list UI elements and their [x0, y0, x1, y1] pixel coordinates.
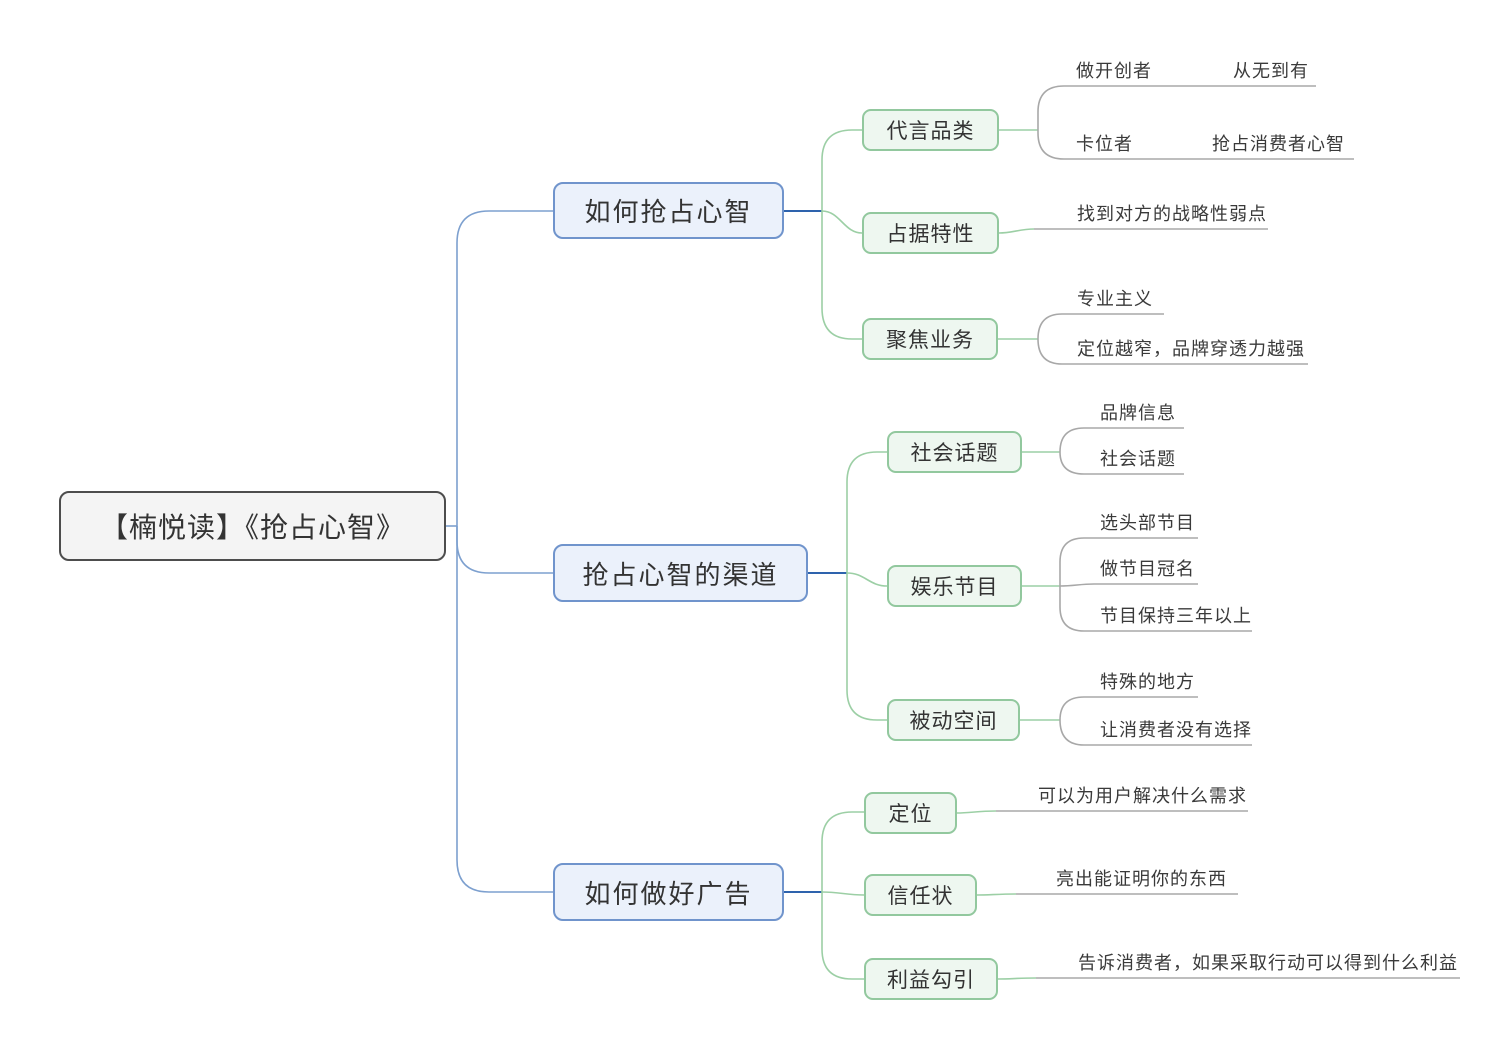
leaf-1-3-2[interactable]: 定位越窄，品牌穿透力越强 — [1077, 339, 1305, 359]
leaf-2-3-1[interactable]: 特殊的地方 — [1100, 672, 1195, 692]
leaf-1-3-1[interactable]: 专业主义 — [1077, 289, 1153, 309]
leaf-1-1-1-sub[interactable]: 从无到有 — [1233, 61, 1309, 81]
leaf-connectors — [996, 85, 1460, 979]
leaf-2-2-2[interactable]: 做节目冠名 — [1100, 559, 1195, 579]
leaf-3-1-1[interactable]: 可以为用户解决什么需求 — [1038, 786, 1247, 806]
topic-connectors — [821, 129, 1060, 980]
leaf-1-1-2[interactable]: 卡位者 — [1076, 134, 1133, 154]
leaf-1-2-1[interactable]: 找到对方的战略性弱点 — [1077, 204, 1267, 224]
leaf-3-3-1[interactable]: 告诉消费者，如果采取行动可以得到什么利益 — [1078, 953, 1458, 973]
leaf-1-1-1[interactable]: 做开创者 — [1076, 61, 1152, 81]
subtopic-3-3[interactable]: 利益勾引 — [864, 958, 998, 1000]
subtopic-1-2[interactable]: 占据特性 — [862, 212, 999, 254]
subtopic-1-1[interactable]: 代言品类 — [862, 109, 999, 151]
root-connectors — [446, 210, 553, 893]
leaf-1-1-2-sub[interactable]: 抢占消费者心智 — [1212, 134, 1345, 154]
subtopic-2-3[interactable]: 被动空间 — [887, 699, 1020, 741]
subtopic-1-3[interactable]: 聚焦业务 — [862, 318, 998, 360]
root-topic[interactable]: 【楠悦读】《抢占心智》 — [59, 491, 446, 561]
branch-topic-2[interactable]: 抢占心智的渠道 — [553, 544, 808, 602]
leaf-2-1-2[interactable]: 社会话题 — [1100, 449, 1176, 469]
branch-stub-connectors — [784, 210, 847, 893]
leaf-2-1-1[interactable]: 品牌信息 — [1100, 403, 1176, 423]
subtopic-2-2[interactable]: 娱乐节目 — [887, 565, 1022, 607]
subtopic-3-2[interactable]: 信任状 — [864, 874, 977, 916]
branch-topic-3[interactable]: 如何做好广告 — [553, 863, 784, 921]
subtopic-2-1[interactable]: 社会话题 — [887, 431, 1022, 473]
leaf-3-2-1[interactable]: 亮出能证明你的东西 — [1056, 869, 1227, 889]
subtopic-3-1[interactable]: 定位 — [864, 792, 957, 834]
leaf-2-3-2[interactable]: 让消费者没有选择 — [1100, 720, 1252, 740]
branch-topic-1[interactable]: 如何抢占心智 — [553, 182, 784, 239]
leaf-2-2-3[interactable]: 节目保持三年以上 — [1100, 606, 1252, 626]
leaf-2-2-1[interactable]: 选头部节目 — [1100, 513, 1195, 533]
